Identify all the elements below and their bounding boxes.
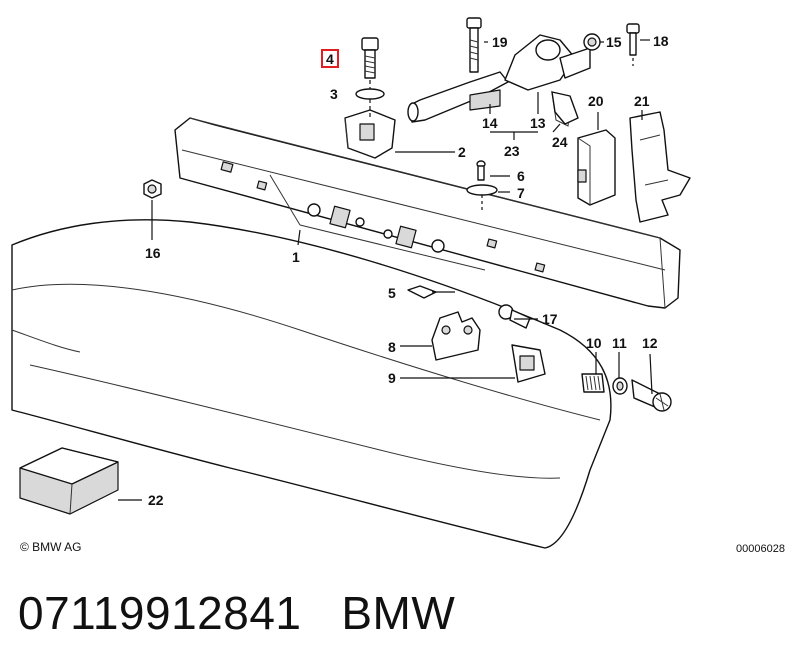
bolt-19: [466, 17, 482, 73]
bracket-2: [344, 109, 396, 159]
callout-5: 5: [388, 285, 396, 301]
callout-16: 16: [145, 245, 161, 261]
callout-7: 7: [517, 185, 525, 201]
bolt-18: [626, 23, 640, 66]
copyright-notice: © BMW AG: [20, 540, 82, 554]
callout-10: 10: [586, 335, 602, 351]
washer-11: [612, 377, 628, 395]
parts-diagram: 1 2 3 4 5 6 7 8 9 10 11 12 13 14 15 16 1…: [11, 17, 691, 549]
part-number: 07119912841: [18, 587, 302, 639]
bolt-4: [361, 37, 379, 79]
callout-6: 6: [517, 168, 525, 184]
leader-lines: [118, 39, 653, 501]
callout-8: 8: [388, 339, 396, 355]
callout-14: 14: [482, 115, 498, 131]
plate-8: [431, 311, 481, 361]
callout-18: 18: [653, 33, 669, 49]
bracket-24: [551, 91, 579, 125]
callout-13: 13: [530, 115, 546, 131]
part-number-caption: 07119912841 BMW: [18, 586, 455, 640]
brand-name: BMW: [341, 587, 456, 639]
callout-11: 11: [612, 335, 627, 351]
callout-12: 12: [642, 335, 658, 351]
callout-2: 2: [458, 144, 466, 160]
callout-20: 20: [588, 93, 604, 109]
callout-21: 21: [634, 93, 650, 109]
callout-22: 22: [148, 492, 164, 508]
callout-19: 19: [492, 34, 508, 50]
callout-1: 1: [292, 249, 300, 265]
bracket-21: [629, 111, 691, 223]
nut-15: [583, 33, 601, 51]
diagram-number: 00006028: [736, 543, 785, 555]
box-22: [19, 447, 119, 515]
screw-6: [476, 160, 486, 181]
callout-23: 23: [504, 143, 520, 159]
nut-16: [143, 179, 162, 199]
bracket-20: [577, 129, 616, 206]
callout-15: 15: [606, 34, 622, 50]
callout-4: 4: [326, 51, 334, 67]
clip-nut-9: [511, 344, 546, 383]
pin-12: [631, 379, 672, 412]
washer-3: [355, 88, 385, 100]
bumper-cover: [11, 219, 612, 549]
callout-labels: 1 2 3 4 5 6 7 8 9 10 11 12 13 14 15 16 1…: [145, 33, 669, 508]
spring-10: [581, 373, 605, 393]
bumper-carrier-1: [174, 117, 681, 309]
callout-9: 9: [388, 370, 396, 386]
callout-24: 24: [552, 134, 568, 150]
callout-3: 3: [330, 86, 338, 102]
highlight-box-4: [321, 49, 339, 68]
callout-17: 17: [542, 311, 558, 327]
mounting-arm-13-14: [407, 34, 591, 127]
washer-7: [466, 184, 498, 196]
